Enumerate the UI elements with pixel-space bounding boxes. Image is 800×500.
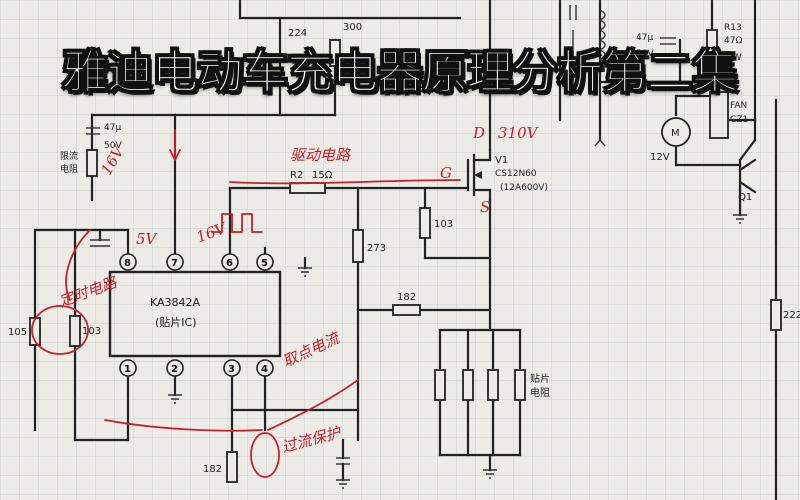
note-d-voltage: 310V (498, 124, 540, 142)
r182-mid-label: 182 (397, 292, 416, 303)
red-trace-timing (65, 229, 91, 301)
current-limit-label-1: 限流 (60, 150, 78, 162)
ground-symbols (168, 139, 747, 489)
cap-left-value: 47μ (104, 123, 121, 133)
note-drive: 驱动电路 (290, 146, 352, 164)
pin-4: 4 (261, 364, 268, 375)
gate-label: G (440, 164, 452, 182)
ic-ka3842a: KA3842A (贴片IC) (108, 270, 282, 358)
ic-name: KA3842A (150, 296, 201, 309)
fan-label: FAN (730, 101, 747, 111)
smd-res-label-1: 贴片 (530, 372, 550, 385)
red-trace-bottom (104, 419, 263, 432)
note-5v: 5V (136, 230, 159, 248)
r2-label: R2 (290, 170, 303, 181)
pin-5: 5 (261, 258, 268, 269)
mosfet-v1: V1 CS12N60 (12A600V) (466, 148, 548, 202)
pin-1: 1 (124, 364, 131, 375)
r13-power: 1W (727, 53, 742, 63)
r273-label: 273 (367, 243, 386, 254)
mosfet-rating: (12A600V) (500, 183, 548, 193)
fan-voltage: 12V (650, 152, 670, 163)
pin-6: 6 (226, 258, 233, 269)
cap-top-value: 47μ (636, 33, 653, 43)
smd-res-label-2: 电阻 (530, 386, 550, 399)
r103-gate-label: 103 (434, 219, 453, 230)
r103-left-label: 103 (82, 326, 101, 337)
note-protect: 过流保护 (280, 423, 345, 456)
video-title: 雅迪电动车充电器原理分析第二集 (62, 45, 739, 100)
cap-top-voltage: 50V (636, 49, 654, 59)
cap-left-voltage: 50V (104, 141, 122, 151)
note-sampling: 取点电流 (280, 328, 344, 371)
current-limit-label-2: 电阻 (60, 163, 78, 175)
r105-label: 105 (8, 327, 27, 338)
r13-label: R13 (724, 23, 742, 33)
fan-ref: CZ1 (730, 115, 748, 125)
resistors: R2 15Ω 273 103 182 103 105 182 222 300 2… (8, 22, 800, 483)
pin-2: 2 (171, 364, 178, 375)
pin-7: 7 (171, 258, 178, 269)
r222-label: 222 (783, 310, 800, 321)
square-wave-sketch (211, 213, 263, 233)
red-arrow-supply (169, 129, 181, 161)
fan-symbol: M (671, 128, 680, 139)
ic-sub: (贴片IC) (155, 315, 197, 329)
r2-value: 15Ω (312, 170, 333, 181)
pin-letter-labels: D G S (440, 124, 490, 216)
red-circle-timing (31, 305, 89, 355)
red-annotations: 310V 驱动电路 16V 16V 5V 定时电路 取点电流 过流保护 (31, 124, 540, 478)
mosfet-part: CS12N60 (495, 169, 537, 179)
fan-circuit: M 12V FAN CZ1 Q1 (650, 91, 757, 203)
pin-3: 3 (228, 364, 235, 375)
r224-label: 224 (288, 28, 307, 39)
r300-label: 300 (343, 22, 362, 33)
capacitors: 47μ 50V 47μ 50V (86, 33, 676, 482)
red-trace-sense (267, 379, 359, 431)
r182-bottom-label: 182 (203, 464, 222, 475)
source-label: S (480, 198, 490, 216)
q1-label: Q1 (738, 192, 752, 203)
note-16v-a: 16V (97, 141, 129, 178)
ic-pins: 8 7 6 5 1 2 3 4 (119, 253, 274, 377)
pin-8: 8 (124, 258, 131, 269)
r13-value: 47Ω (724, 36, 742, 46)
red-circle-protect (250, 432, 280, 478)
drain-label: D (472, 124, 485, 142)
mosfet-ref: V1 (495, 155, 508, 166)
red-trace-gate (229, 179, 461, 185)
transformer-coil (569, 5, 606, 71)
